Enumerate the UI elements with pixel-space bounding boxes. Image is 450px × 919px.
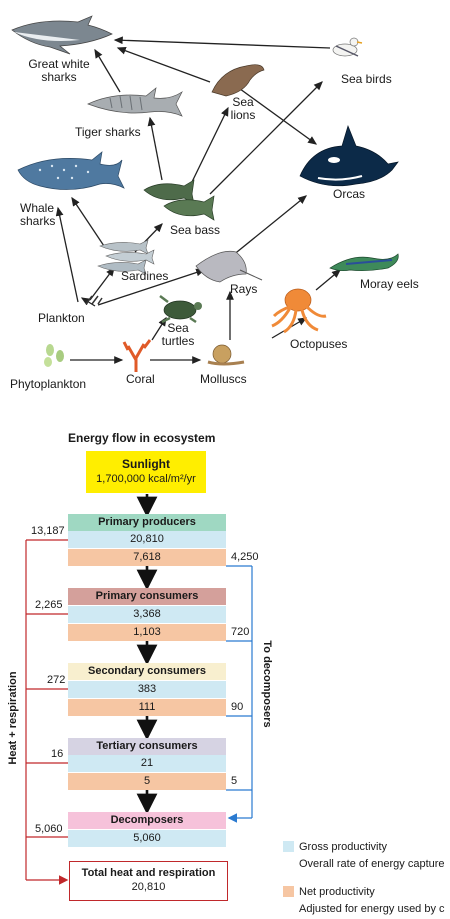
level-secondary-consumers-title: Secondary consumers — [68, 663, 226, 680]
legend-gross-title: Gross productivity — [299, 841, 388, 853]
sea-bass-icon — [143, 179, 215, 221]
sea-bird-icon — [332, 37, 363, 57]
heat-value-decomposers: 5,060 — [35, 823, 63, 835]
level-primary-consumers-title: Primary consumers — [68, 588, 226, 605]
food-web-diagram — [11, 15, 399, 372]
node-whale-sharks: Whale sharks — [20, 201, 56, 228]
total-heat-value: 20,810 — [131, 881, 166, 893]
heat-value-tertiary-consumers: 16 — [51, 748, 64, 760]
decomp-value-primary-producers: 4,250 — [231, 551, 259, 563]
coral-icon — [122, 339, 152, 372]
total-heat-label: Total heat and respiration — [81, 867, 216, 879]
level-primary-producers-gross: 20,810 — [68, 531, 226, 548]
ray-icon — [195, 250, 263, 283]
node-sea-turtles: Sea turtles — [161, 321, 195, 348]
node-great-white-sharks: Great white sharks — [28, 57, 90, 84]
decomp-value-secondary-consumers: 90 — [231, 701, 244, 713]
sea-turtle-icon — [159, 295, 202, 324]
node-coral: Coral — [126, 372, 155, 386]
node-rays: Rays — [230, 282, 258, 296]
sunlight-box: Sunlight 1,700,000 kcal/m²/yr — [86, 451, 206, 493]
sunlight-label: Sunlight — [122, 457, 170, 471]
tiger-shark-icon — [87, 87, 183, 117]
total-heat-box: Total heat and respiration 20,810 — [69, 861, 228, 901]
node-phytoplankton: Phytoplankton — [10, 377, 87, 391]
node-plankton: Plankton — [38, 311, 85, 325]
food-web-arrows — [55, 36, 341, 364]
heat-respiration-label: Heat + respiration — [7, 671, 19, 765]
level-tertiary-consumers-net: 5 — [68, 773, 226, 790]
node-octopuses: Octopuses — [290, 337, 348, 351]
level-primary-producers-net: 7,618 — [68, 549, 226, 566]
great-white-shark-icon — [11, 15, 113, 55]
decomp-value-primary-consumers: 720 — [231, 626, 250, 638]
moray-eel-icon — [329, 253, 399, 272]
level-decomposers-gross: 5,060 — [68, 830, 226, 847]
whale-shark-icon — [17, 151, 125, 190]
level-primary-consumers-gross: 3,368 — [68, 606, 226, 623]
level-primary-consumers-net: 1,103 — [68, 624, 226, 641]
level-decomposers-title: Decomposers — [68, 812, 226, 829]
level-secondary-consumers-net: 111 — [68, 699, 226, 716]
decomp-value-tertiary-consumers: 5 — [231, 775, 238, 787]
level-tertiary-consumers-title: Tertiary consumers — [68, 738, 226, 755]
mollusc-icon — [207, 344, 245, 366]
node-sea-bass: Sea bass — [170, 223, 221, 237]
heat-value-secondary-consumers: 272 — [47, 674, 66, 686]
plankton-icon — [85, 295, 103, 305]
legend-gross-desc: Overall rate of energy capture — [299, 858, 445, 870]
phytoplankton-icon — [44, 344, 64, 367]
heat-value-primary-consumers: 2,265 — [35, 599, 63, 611]
legend-gross-swatch — [283, 841, 294, 852]
sea-lion-icon — [211, 64, 265, 97]
plankton-back-arrow — [80, 297, 96, 307]
node-sardines: Sardines — [121, 269, 169, 283]
legend-net-desc: Adjusted for energy used by c — [299, 903, 445, 915]
node-molluscs: Molluscs — [200, 372, 247, 386]
sunlight-value: 1,700,000 kcal/m²/yr — [96, 473, 196, 485]
node-tiger-sharks: Tiger sharks — [75, 125, 141, 139]
legend-net-title: Net productivity — [299, 886, 375, 898]
node-orcas: Orcas — [333, 187, 366, 201]
to-decomposers-label: To decomposers — [261, 640, 273, 728]
orca-icon — [299, 124, 399, 187]
level-secondary-consumers-gross: 383 — [68, 681, 226, 698]
energy-flow-title: Energy flow in ecosystem — [68, 431, 216, 445]
heat-value-primary-producers: 13,187 — [31, 525, 65, 537]
level-tertiary-consumers-gross: 21 — [68, 755, 226, 772]
node-moray-eels: Moray eels — [360, 277, 419, 291]
sardines-icon — [97, 239, 155, 275]
node-sea-lions: Sea lions — [230, 95, 256, 122]
legend-net-swatch — [283, 886, 294, 897]
level-primary-producers-title: Primary producers — [68, 514, 226, 531]
octopus-icon — [271, 288, 327, 334]
node-sea-birds: Sea birds — [341, 72, 392, 86]
